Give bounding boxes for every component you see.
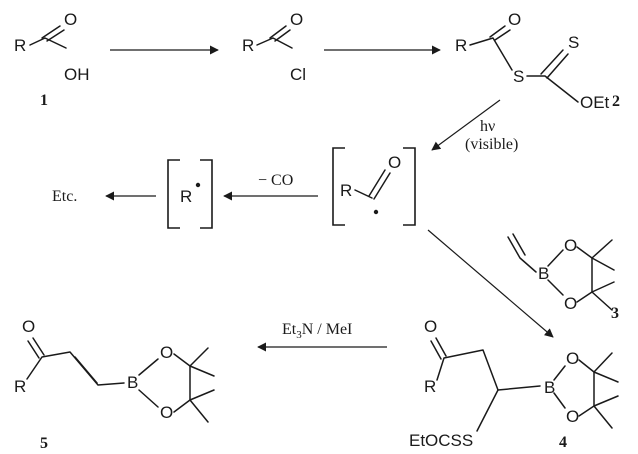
bond-r-c-cl: [256, 37, 293, 49]
carbonyl-bond-2: [46, 29, 65, 42]
compound-4-xanthate-adduct: O R EtOCSS B O O 4: [409, 317, 619, 451]
boron-label: B: [538, 264, 549, 283]
acyl-radical-intermediate: R O: [332, 147, 416, 226]
compound-3-vinyl-boronate: B O O 3: [507, 233, 619, 322]
backbone-bonds: [26, 351, 125, 386]
oxygen-label: O: [388, 153, 401, 172]
carbonyl-bond-2: [274, 29, 291, 42]
compound-number-1: 1: [40, 92, 48, 109]
chlorine-label: Cl: [290, 65, 306, 84]
continuation-label: Etc.: [52, 188, 77, 205]
bond-r-c-s: [469, 37, 513, 71]
thione-sulfur-label: S: [568, 33, 579, 52]
thione-bond-2: [546, 53, 569, 79]
oxygen-label: O: [290, 10, 303, 29]
alkene-double-bond: [74, 356, 98, 384]
oxygen-label: O: [424, 317, 437, 336]
acid-chloride: R O Cl: [242, 10, 306, 84]
r-group-label: R: [180, 187, 192, 206]
carbonyl-bond-1: [32, 337, 45, 356]
xanthate-label: EtOCSS: [409, 431, 473, 450]
bond-c-s: [476, 389, 499, 432]
r-group-label: R: [14, 377, 26, 396]
right-bracket: [200, 159, 213, 229]
hydroxyl-label: OH: [64, 65, 90, 84]
left-bracket: [332, 147, 345, 226]
methyl-groups: [591, 239, 615, 311]
compound-number-4: 4: [559, 434, 567, 451]
r-group-label: R: [340, 181, 352, 200]
elimination-subscript: 3: [296, 329, 302, 341]
arrow-photolysis: [431, 99, 501, 151]
elimination-reagent: Et: [282, 321, 297, 338]
carbonyl-bond-2: [373, 172, 391, 200]
carbonyl-bond-2: [494, 29, 511, 41]
oxygen-top-label: O: [160, 343, 173, 362]
compound-number-2: 2: [612, 93, 620, 110]
bridging-sulfur-label: S: [513, 67, 524, 86]
oxygen-bottom-label: O: [564, 294, 577, 313]
oxygen-label: O: [508, 10, 521, 29]
carbonyl-bond-1: [41, 25, 61, 39]
photolysis-note: (visible): [465, 136, 518, 153]
elimination-label: Et3N / MeI: [282, 321, 352, 341]
alkyl-radical-intermediate: R: [167, 159, 213, 229]
carbonyl-bond-1: [489, 25, 506, 38]
pinacol-ring: [138, 353, 191, 413]
pinacol-ring: [553, 359, 595, 417]
boron-label: B: [544, 378, 555, 397]
vinyl-double-bond: [512, 233, 526, 256]
r-group-label: R: [242, 36, 254, 55]
oxygen-label: O: [64, 10, 77, 29]
oxygen-top-label: O: [566, 349, 579, 368]
compound-2-acyl-xanthate: R O S S OEt 2: [455, 10, 620, 112]
carbonyl-bond-1: [368, 169, 386, 197]
bond-r-c-oh: [29, 37, 67, 49]
arrow-radical-addition: [427, 229, 554, 338]
pinacol-ring: [547, 246, 593, 303]
oxygen-bottom-label: O: [160, 403, 173, 422]
compound-1-carboxylic-acid: R O OH 1: [14, 10, 90, 109]
carbonyl-bond-1: [435, 337, 447, 357]
r-group-label: R: [424, 377, 436, 396]
photolysis-label: hν: [480, 118, 495, 135]
methyl-groups: [593, 352, 619, 429]
r-group-label: R: [455, 36, 467, 55]
ethoxy-label: OEt: [580, 93, 610, 112]
boron-label: B: [127, 373, 138, 392]
compound-5-alkenyl-boronate: O R B O O 5: [14, 317, 215, 452]
decarbonylation-label: − CO: [258, 172, 293, 189]
vinyl-bond: [507, 236, 537, 273]
carbonyl-bond-2: [430, 340, 442, 360]
right-bracket: [403, 147, 416, 226]
oxygen-label: O: [22, 317, 35, 336]
left-bracket: [167, 159, 180, 229]
methyl-groups: [189, 347, 215, 423]
radical-dot: [195, 182, 201, 188]
carbonyl-bond-1: [269, 25, 287, 39]
elimination-rest: N / MeI: [302, 321, 353, 338]
radical-dot: [373, 209, 379, 215]
oxygen-top-label: O: [564, 236, 577, 255]
compound-number-5: 5: [40, 435, 48, 452]
carbonyl-bond-2: [27, 340, 40, 359]
backbone-bonds: [436, 349, 541, 391]
bond-s-c-oet: [526, 75, 579, 103]
compound-number-3: 3: [611, 305, 619, 322]
r-group-label: R: [14, 36, 26, 55]
thione-bond-1: [540, 49, 564, 75]
oxygen-bottom-label: O: [566, 407, 579, 426]
